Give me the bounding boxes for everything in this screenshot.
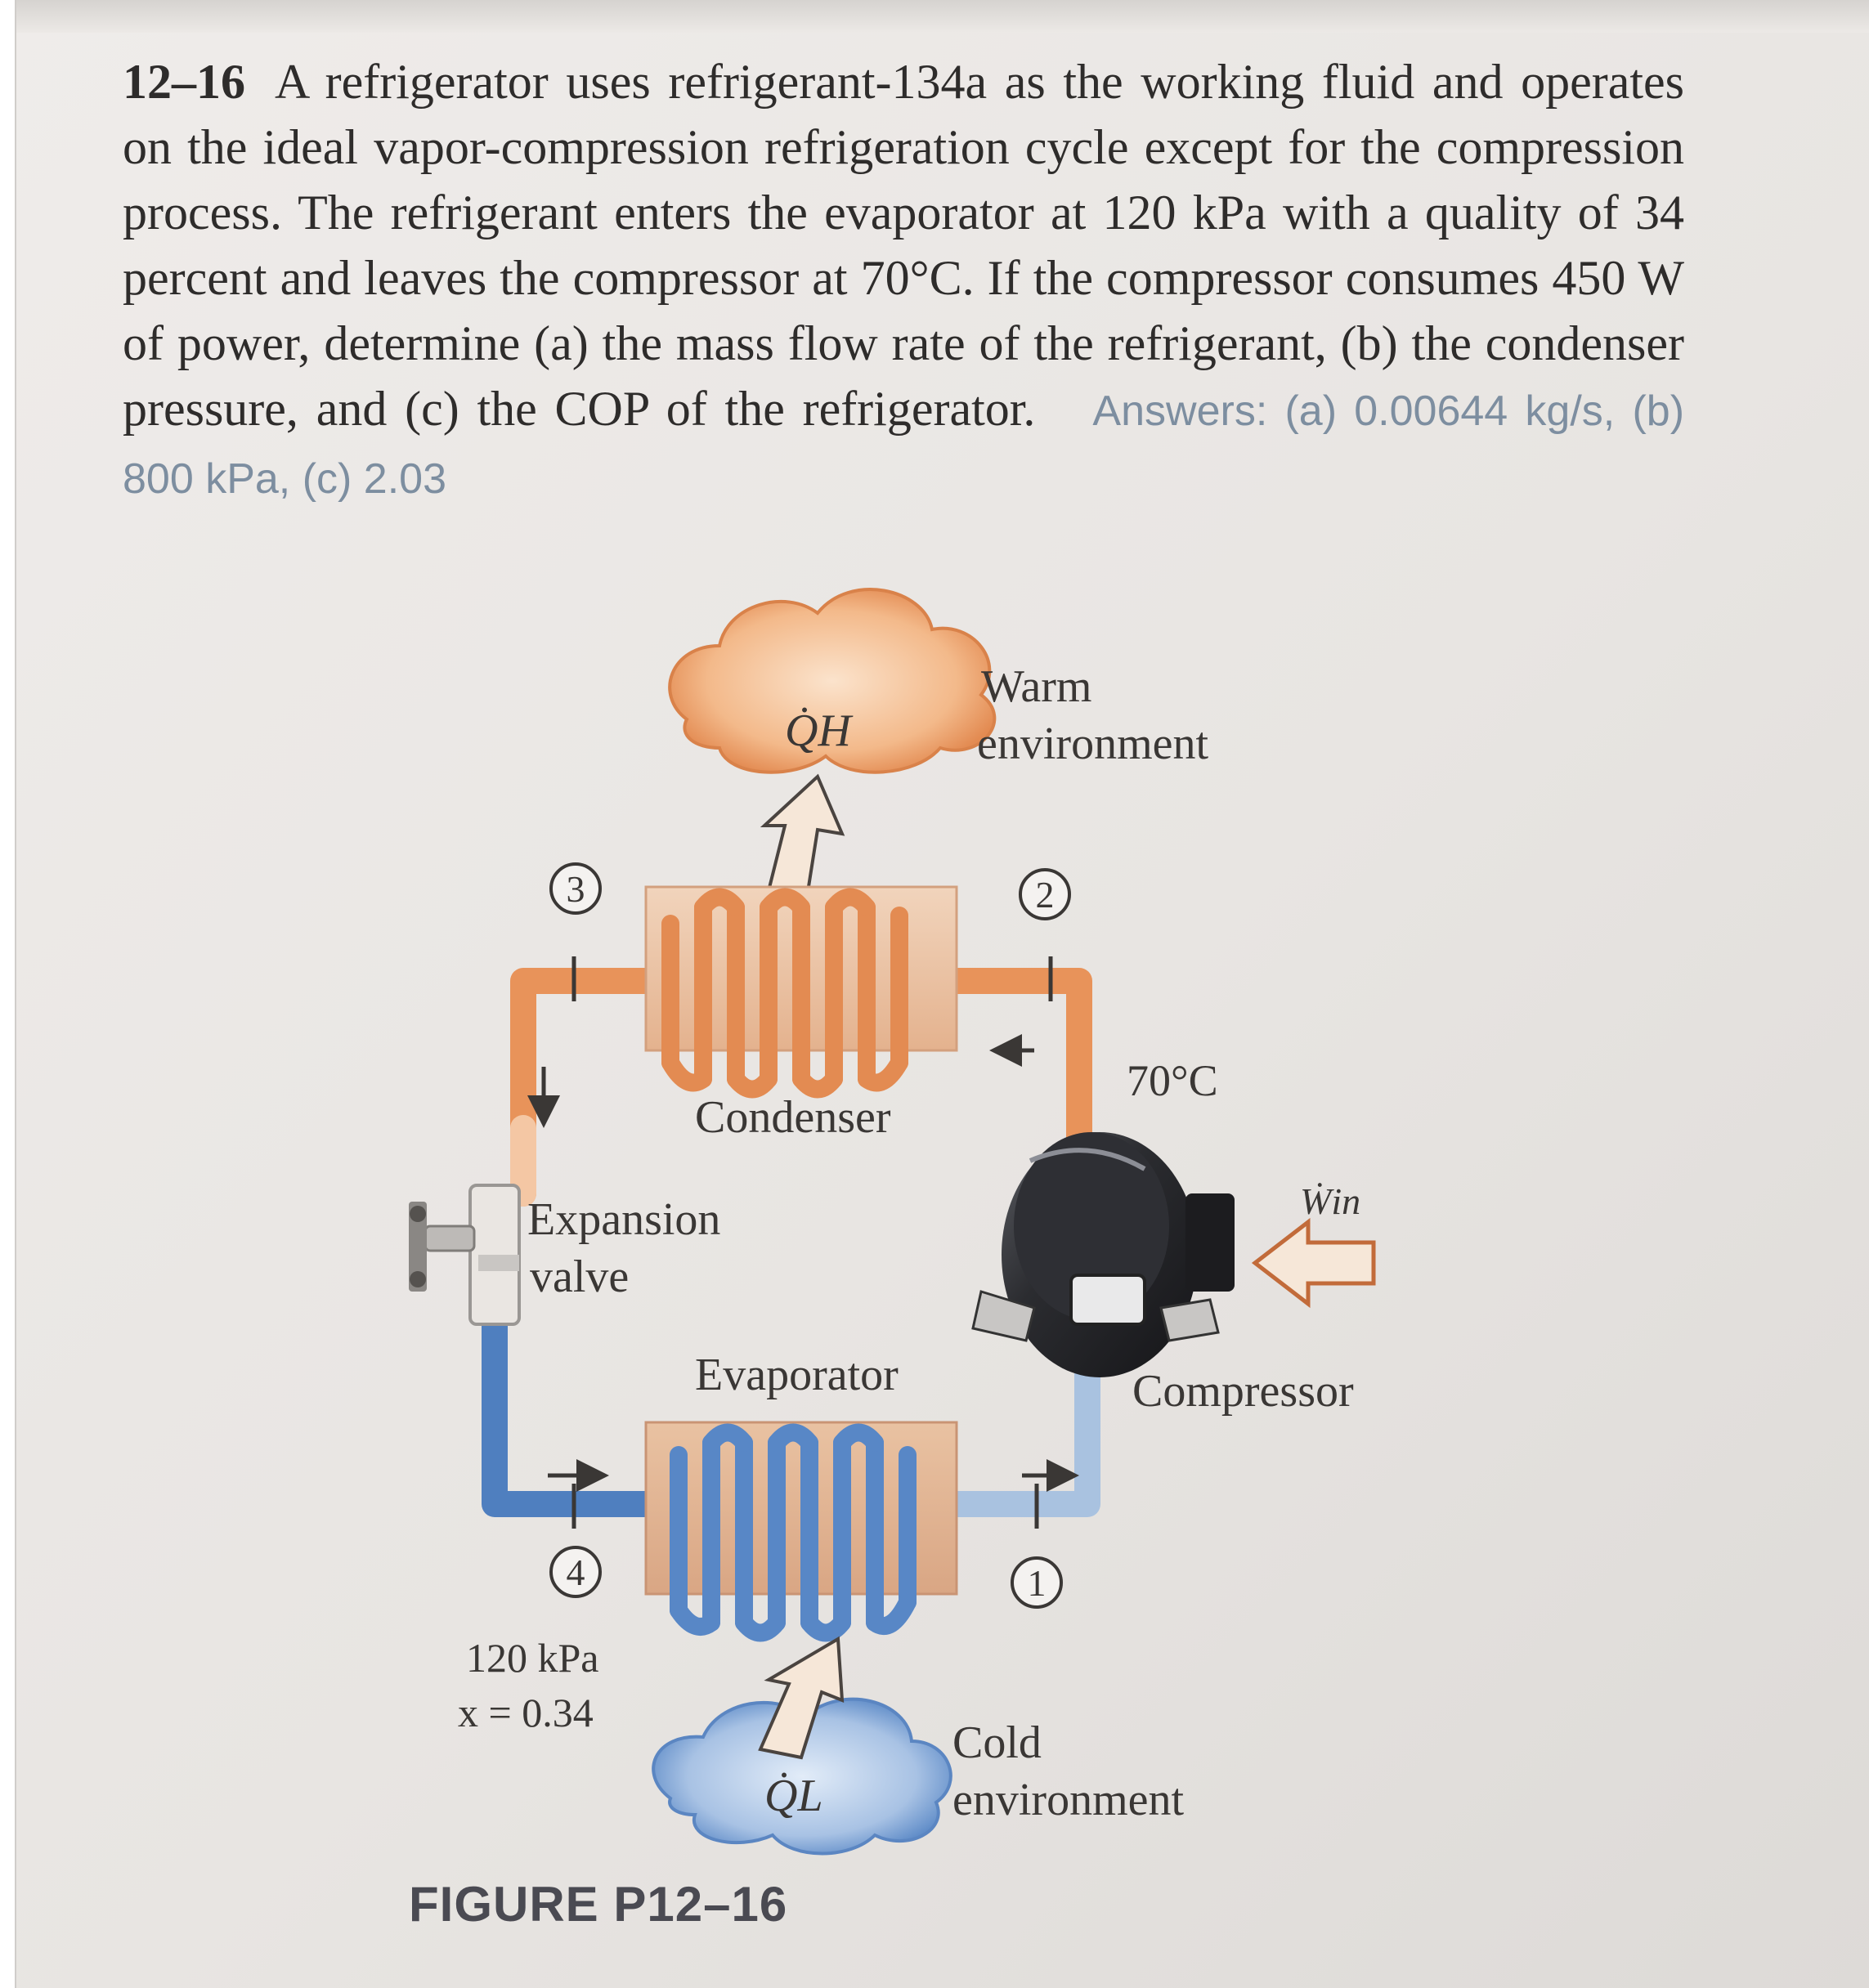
cold-environment-label-2: environment: [952, 1775, 1184, 1825]
high-pressure-piping: [510, 968, 1092, 1207]
left-page-margin: [0, 0, 16, 1988]
compressor: [971, 1132, 1235, 1377]
condenser-label: Condenser: [695, 1092, 891, 1143]
page-top-edge: [0, 0, 1869, 33]
warm-environment-label-1: Warm: [981, 661, 1091, 712]
state-2-marker: 2: [1019, 868, 1071, 920]
compressor-label: Compressor: [1132, 1366, 1354, 1417]
state-1-marker: 1: [1011, 1556, 1063, 1609]
state-1-label: 1: [1028, 1562, 1047, 1604]
state-ticks: [571, 956, 1053, 1529]
problem-number: 12–16: [123, 55, 245, 109]
qh-label: Q̇H: [785, 705, 853, 756]
figure-caption: FIGURE P12–16: [409, 1877, 788, 1932]
expansion-valve-label-2: valve: [530, 1251, 629, 1302]
cold-cloud: [652, 1697, 952, 1856]
state-3-label: 3: [567, 868, 585, 910]
state-4-label: 4: [567, 1551, 585, 1593]
evaporator-label: Evaporator: [695, 1350, 899, 1400]
problem-text: A refrigerator uses refrigerant-134a as …: [123, 55, 1684, 436]
expansion-valve-label-1: Expansion: [527, 1194, 720, 1245]
warm-environment-label-2: environment: [977, 719, 1208, 769]
evaporator-inlet-pressure: 120 kPa: [466, 1635, 599, 1681]
state-2-label: 2: [1036, 874, 1055, 916]
condenser: [644, 885, 958, 1099]
state-4-marker: 4: [549, 1546, 602, 1598]
cold-environment-label-1: Cold: [952, 1717, 1042, 1768]
warm-cloud: [668, 588, 997, 774]
compressor-exit-temperature: 70°C: [1127, 1056, 1218, 1105]
flow-arrows: [527, 1034, 1079, 1492]
expansion-valve: [409, 1184, 521, 1326]
evaporator-inlet-quality: x = 0.34: [458, 1690, 594, 1735]
problem-answers: Answers: (a) 0.00644 kg/s, (b) 800 kPa, …: [123, 387, 1685, 503]
heat-in-arrow: [758, 1636, 845, 1760]
power-input-arrow: [1251, 1217, 1376, 1309]
state-3-marker: 3: [549, 862, 602, 915]
evaporator: [644, 1421, 958, 1642]
low-pressure-piping: [482, 1311, 1100, 1517]
ql-label: Q̇L: [764, 1771, 823, 1821]
win-label: Ẇin: [1300, 1180, 1360, 1222]
